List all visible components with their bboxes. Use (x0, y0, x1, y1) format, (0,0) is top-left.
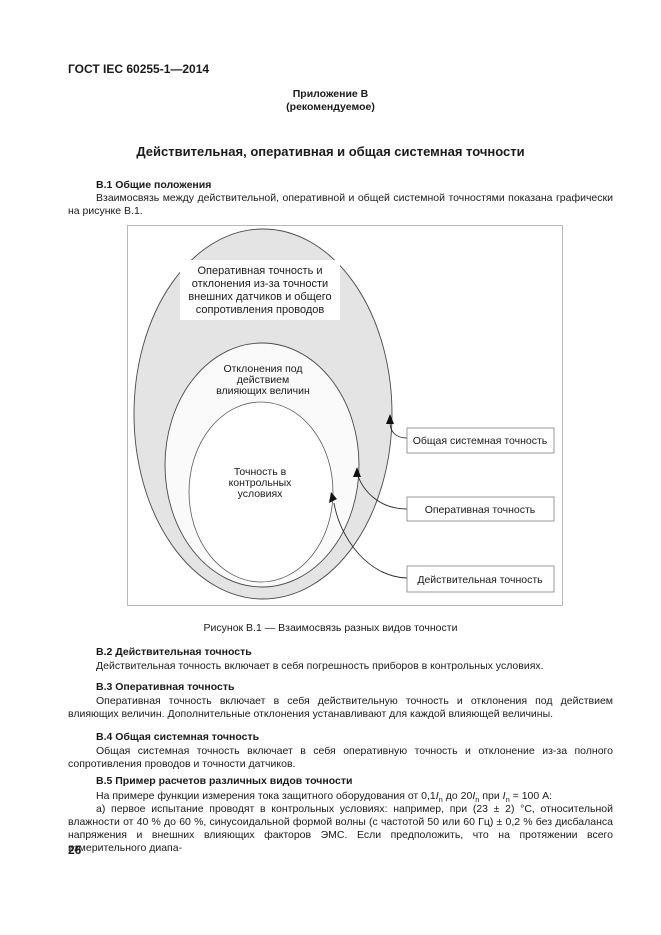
b5-intro-text: при (479, 790, 503, 802)
inner-label-line: условиях (238, 488, 284, 500)
inner-label-line: контрольных (229, 477, 293, 489)
symbol-rated-current: I (472, 790, 476, 802)
arrowhead-total-system (386, 414, 394, 424)
symbol-rated-current-subscript: n (505, 795, 510, 805)
section-b5-heading: В.5 Пример расчетов различных видов точн… (96, 775, 353, 787)
callout-box-actual-accuracy (406, 565, 555, 593)
b5-intro-text: = 100 А: (509, 790, 553, 802)
inner-label-line: Точность в (234, 466, 287, 478)
callout-label-actual-accuracy: Действительная точность (417, 574, 543, 586)
outer-label-background (180, 260, 340, 320)
figure-b1: Оперативная точность и отклонения из-за … (127, 225, 563, 606)
figure-caption: Рисунок В.1 — Взаимосвязь разных видов т… (203, 622, 458, 634)
callout-label-operational-accuracy: Оперативная точность (425, 504, 536, 516)
page-title: Действительная, оперативная и общая сист… (136, 144, 525, 159)
callout-arrow-operational (357, 475, 408, 510)
section-b4-heading: В.4 Общая системная точность (96, 731, 260, 743)
section-b5-intro: На примере функции измерения тока защитн… (68, 790, 613, 806)
document-code: ГОСТ IEC 60255-1—2014 (68, 62, 210, 76)
section-b5-item-a: а) первое испытание проводят в контрольн… (68, 803, 613, 854)
symbol-rated-current: I (435, 790, 439, 802)
callout-arrow-actual (333, 502, 408, 579)
middle-label-line: влияющих величин (216, 385, 310, 397)
symbol-rated-current: I (502, 790, 506, 802)
symbol-rated-current-subscript: n (475, 795, 480, 805)
arrowhead-actual (329, 492, 337, 503)
section-b1-paragraph: Взаимосвязь между действительной, операт… (68, 192, 613, 217)
middle-label-line: Отклонения под (223, 363, 302, 375)
callout-box-operational-accuracy (406, 496, 555, 522)
outer-label-line: сопротивления проводов (196, 304, 325, 316)
b5-intro-text: На примере функции измерения тока защитн… (96, 790, 436, 802)
section-b2-heading: В.2 Действительная точность (96, 646, 252, 658)
outer-label-line: внешних датчиков и общего (188, 291, 331, 303)
b5-intro-text: до 20 (442, 790, 473, 802)
callout-arrow-total-system (389, 421, 408, 439)
annex-note: (рекомендуемое) (286, 101, 375, 113)
arrowhead-operational (353, 467, 361, 477)
page-number: 26 (68, 843, 82, 857)
section-b3-paragraph: Оперативная точность включает в себя дей… (68, 695, 613, 720)
middle-label-line: действием (237, 374, 289, 386)
inner-ellipse-actual-accuracy (188, 401, 334, 583)
callout-label-total-system-accuracy: Общая системная точность (413, 435, 548, 447)
section-b2-paragraph: Действительная точность включает в себя … (96, 660, 544, 672)
annex-label: Приложение В (292, 88, 369, 100)
section-b4-paragraph: Общая системная точность включает в себя… (68, 745, 613, 770)
outer-label-line: Оперативная точность и (197, 265, 322, 277)
callout-box-total-system-accuracy (406, 427, 555, 454)
accuracy-venn-diagram: Оперативная точность и отклонения из-за … (127, 225, 563, 606)
section-b3-heading: В.3 Оперативная точность (96, 681, 235, 693)
symbol-rated-current-subscript: n (438, 795, 443, 805)
outer-label-line: отклонения из-за точности (192, 278, 328, 290)
section-b1-heading: В.1 Общие положения (96, 179, 212, 191)
